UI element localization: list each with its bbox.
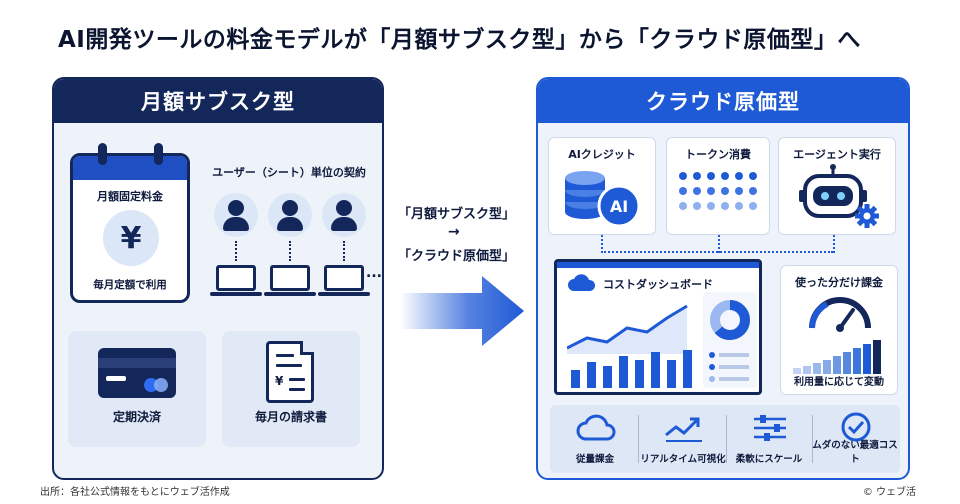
- token-label: トークン消費: [685, 148, 751, 161]
- ai-credit-icon: AI: [565, 171, 641, 228]
- source-note: 出所：各社公式情報をもとにウェブ活作成: [40, 487, 230, 498]
- sliders-icon: [754, 415, 786, 441]
- gear-icon: [855, 204, 879, 228]
- ellipsis: ...: [366, 265, 382, 281]
- ai-credit-box: AIクレジット AI: [548, 137, 656, 235]
- user-icon: [214, 193, 258, 237]
- calendar-ring-icon: [154, 143, 163, 165]
- robot-icon: [799, 164, 879, 228]
- calendar-label: 月額固定料金: [97, 190, 163, 203]
- check-circle-icon: [841, 412, 871, 442]
- laptop-icon: [264, 265, 316, 296]
- transition-from: 「月額サブスク型」: [398, 207, 516, 222]
- feature-strip: 従量課金 リアルタイム可視化 柔軟にスケール: [550, 405, 900, 473]
- connector-dots: [601, 235, 603, 253]
- calendar-icon: 月額固定料金 ¥ 毎月定額で利用: [70, 153, 190, 303]
- user-icon: [322, 193, 366, 237]
- token-dots: [679, 172, 763, 210]
- connector-dots: [289, 241, 291, 261]
- big-arrow-icon: [400, 276, 524, 346]
- cloud-cost-header: クラウド原価型: [538, 79, 908, 123]
- payment-card: 定期決済: [68, 331, 206, 447]
- invoice-icon: ¥: [266, 341, 314, 403]
- gauge-icon: [809, 297, 871, 332]
- meter-label: 使った分だけ課金: [795, 276, 883, 289]
- transition-arrow: →: [448, 224, 460, 240]
- credit-card-icon: [98, 348, 176, 398]
- trend-up-icon: [665, 417, 702, 442]
- feature-item: ムダのない最適コスト: [812, 405, 898, 473]
- donut-panel: [703, 292, 757, 388]
- usage-meter-box: 使った分だけ課金 利用量に応じて変動: [780, 265, 898, 395]
- payment-label: 定期決済: [112, 410, 161, 424]
- connector-dots: [343, 241, 345, 261]
- cloud-icon: [576, 414, 616, 441]
- laptop-icon: [318, 265, 370, 296]
- agent-label: エージェント実行: [793, 148, 881, 161]
- connector-dots: [833, 235, 835, 253]
- copyright: © ウェブ活: [862, 487, 916, 498]
- calendar-sub: 毎月定額で利用: [93, 279, 167, 291]
- subscription-panel: 月額サブスク型 月額固定料金 ¥ 毎月定額で利用 ユーザー（シート）単位の契約 …: [52, 77, 384, 480]
- meter-sub: 利用量に応じて変動: [794, 377, 884, 388]
- user-icon: [268, 193, 312, 237]
- calendar-ring-icon: [98, 143, 107, 165]
- subscription-header: 月額サブスク型: [54, 79, 382, 123]
- page-title: AI開発ツールの料金モデルが「月額サブスク型」から「クラウド原価型」へ: [58, 27, 861, 53]
- dashboard-chart: [567, 304, 692, 388]
- seat-label: ユーザー（シート）単位の契約: [212, 166, 366, 179]
- transition-to: 「クラウド原価型」: [398, 249, 516, 264]
- connector-dots: [235, 241, 237, 261]
- donut-chart: [710, 300, 750, 340]
- cloud-icon: [568, 274, 596, 291]
- svg-text:AI: AI: [610, 197, 628, 216]
- feature-item: 従量課金: [552, 405, 638, 473]
- connector-dots: [718, 235, 720, 253]
- cloud-cost-panel: クラウド原価型 AIクレジット AI トークン消費 エージェント実行: [536, 77, 910, 480]
- cost-dashboard: コストダッシュボード: [554, 259, 762, 395]
- ai-credit-label: AIクレジット: [568, 148, 636, 161]
- yen-icon: ¥: [103, 210, 159, 266]
- invoice-label: 毎月の請求書: [254, 410, 327, 424]
- connector-dots: [601, 251, 833, 253]
- usage-bars: [793, 340, 881, 374]
- dashboard-label: コストダッシュボード: [603, 278, 713, 291]
- agent-box: エージェント実行: [778, 137, 896, 235]
- feature-item: 柔軟にスケール: [726, 405, 812, 473]
- invoice-card: ¥ 毎月の請求書: [222, 331, 360, 447]
- feature-item: リアルタイム可視化: [640, 405, 726, 473]
- token-box: トークン消費: [666, 137, 770, 235]
- laptop-icon: [210, 265, 262, 296]
